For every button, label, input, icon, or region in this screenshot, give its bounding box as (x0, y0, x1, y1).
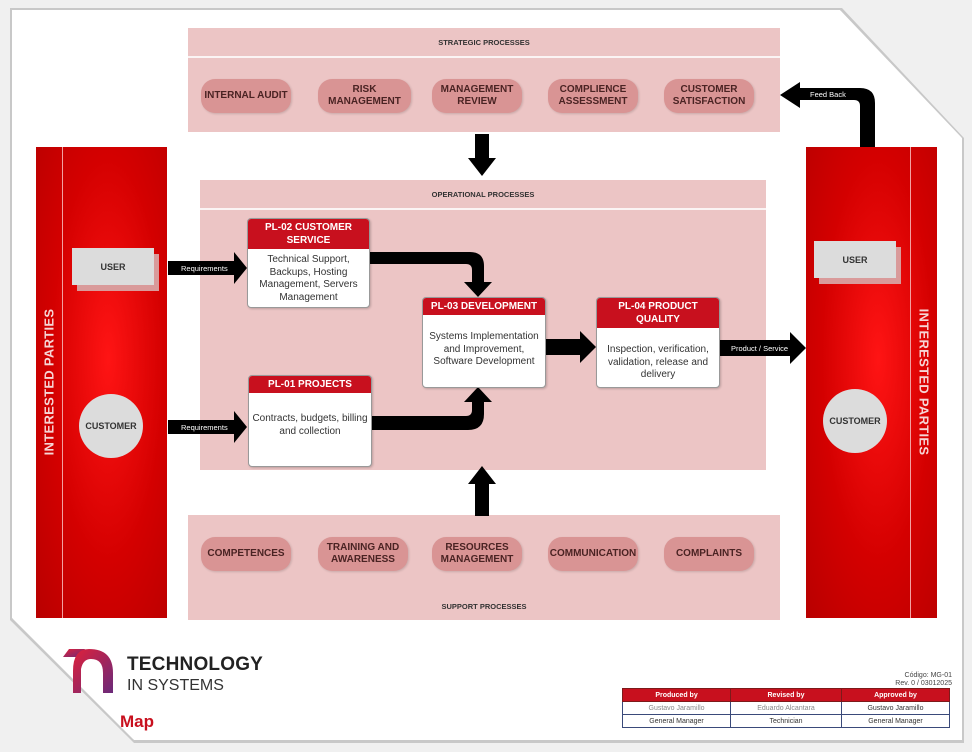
interested-parties-left: INTERESTED PARTIES USER CUSTOMER (36, 147, 167, 618)
process-description: Systems Implementation and Improvement, … (429, 331, 539, 368)
process-title: PL-04 PRODUCT QUALITY (597, 298, 719, 328)
user-node[interactable]: USER (72, 248, 154, 285)
stripe (62, 147, 63, 618)
strategic-item[interactable]: RISK MANAGEMENT (318, 79, 411, 113)
requirements-label: Requirements (181, 264, 228, 273)
process-title: PL-01 PROJECTS (249, 376, 371, 393)
approved-name: Gustavo Jaramillo (840, 701, 951, 715)
process-description: Inspection, verification, validation, re… (607, 344, 709, 381)
strategic-item[interactable]: INTERNAL AUDIT (201, 79, 291, 113)
process-description: Contracts, budgets, billing and collecti… (252, 413, 368, 437)
support-item[interactable]: COMPETENCES (201, 537, 291, 571)
strategic-item[interactable]: CUSTOMER SATISFACTION (664, 79, 754, 113)
arrow-pl03-pl04 (545, 331, 596, 363)
revision-value: Rev. 0 / 03012025 (895, 680, 952, 687)
arrow-pl02-pl03 (370, 252, 492, 297)
strategic-band: STRATEGIC PROCESSES INTERNAL AUDIT RISK … (188, 28, 780, 132)
approved-role: General Manager (840, 714, 951, 728)
arrow-down (468, 134, 496, 176)
revised-name: Eduardo Alcantara (730, 701, 842, 715)
process-pl02[interactable]: PL-02 CUSTOMER SERVICE Technical Support… (247, 218, 370, 308)
strategic-item[interactable]: COMPLIENCE ASSESSMENT (548, 79, 638, 113)
process-pl01[interactable]: PL-01 PROJECTS Contracts, budgets, billi… (248, 375, 372, 467)
support-item[interactable]: COMPLAINTS (664, 537, 754, 571)
support-band: COMPETENCES TRAINING AND AWARENESS RESOU… (188, 515, 780, 620)
logo-line1: TECHNOLOGY (127, 654, 264, 675)
header-revised: Revised by (730, 688, 842, 702)
arrow-requirements-customer (168, 411, 247, 443)
produced-name: Gustavo Jaramillo (621, 701, 732, 715)
requirements-label: Requirements (181, 423, 228, 432)
process-pl03[interactable]: PL-03 DEVELOPMENT Systems Implementation… (422, 297, 546, 388)
document-title: Map (120, 712, 154, 731)
process-title: PL-03 DEVELOPMENT (423, 298, 545, 315)
arrow-product-service (718, 332, 806, 364)
document-code: Código: MG-01 Rev. 0 / 03012025 (895, 672, 952, 688)
divider (200, 208, 766, 210)
stripe (910, 147, 911, 618)
process-pl04[interactable]: PL-04 PRODUCT QUALITY Inspection, verifi… (596, 297, 720, 388)
logo-line2: IN SYSTEMS (127, 677, 224, 694)
product-service-label: Product / Service (731, 344, 789, 353)
operational-title: OPERATIONAL PROCESSES (431, 190, 535, 199)
revised-role: Technician (730, 714, 842, 728)
strategic-title: STRATEGIC PROCESSES (438, 38, 530, 47)
code-value: Código: MG-01 (904, 672, 952, 679)
support-item[interactable]: TRAINING AND AWARENESS (318, 537, 408, 571)
customer-node[interactable]: CUSTOMER (823, 389, 887, 453)
support-item[interactable]: COMMUNICATION (548, 537, 638, 571)
signature-table: Produced by Revised by Approved by Gusta… (621, 688, 951, 728)
produced-role: General Manager (621, 714, 732, 728)
arrow-pl01-pl03 (370, 387, 492, 430)
arrow-up (468, 466, 496, 516)
user-node[interactable]: USER (814, 241, 896, 278)
header-approved: Approved by (840, 688, 951, 702)
company-logo-icon (63, 649, 113, 693)
customer-node[interactable]: CUSTOMER (79, 394, 143, 458)
support-item[interactable]: RESOURCES MANAGEMENT (432, 537, 522, 571)
arrow-requirements-user (168, 252, 247, 284)
process-description: Technical Support, Backups, Hosting Mana… (259, 254, 358, 303)
arrow-feedback (780, 82, 875, 147)
divider (188, 56, 780, 58)
strategic-item[interactable]: MANAGEMENT REVIEW (432, 79, 522, 113)
process-title: PL-02 CUSTOMER SERVICE (248, 219, 369, 249)
feedback-label: Feed Back (810, 90, 846, 99)
support-title: SUPPORT PROCESSES (441, 602, 527, 611)
interested-parties-right: INTERESTED PARTIES USER CUSTOMER (806, 147, 937, 618)
header-produced: Produced by (621, 688, 732, 702)
